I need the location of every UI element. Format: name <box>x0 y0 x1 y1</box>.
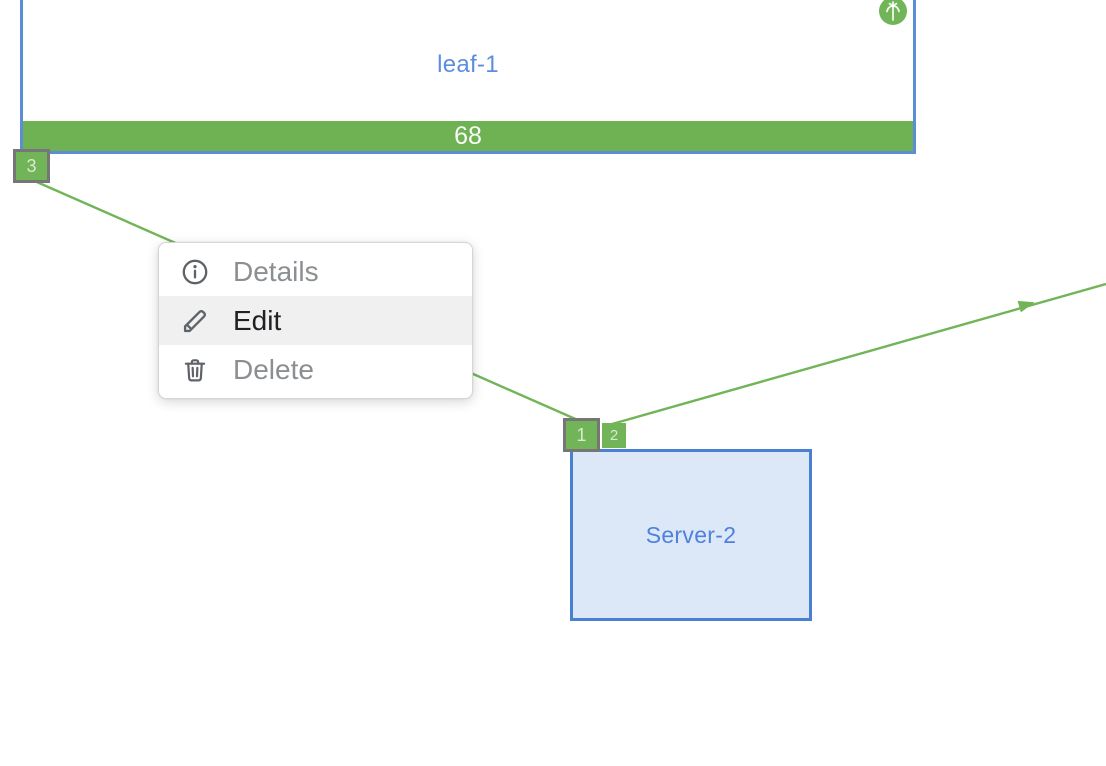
menu-item-edit[interactable]: Edit <box>159 296 472 345</box>
info-icon <box>181 258 209 286</box>
pencil-icon <box>181 307 209 335</box>
node-server-2[interactable]: Server-2 <box>570 449 812 621</box>
port-badge-1-label: 1 <box>576 424 587 445</box>
node-leaf-1-label: leaf-1 <box>437 51 499 78</box>
port-badge-3-label: 3 <box>26 155 37 176</box>
menu-item-delete-label: Delete <box>233 353 314 385</box>
menu-item-details[interactable]: Details <box>159 247 472 296</box>
utilization-bar: 68 <box>23 121 913 151</box>
utilization-value: 68 <box>454 122 482 150</box>
menu-item-delete[interactable]: Delete <box>159 345 472 394</box>
port-badge-3[interactable]: 3 <box>13 149 50 183</box>
menu-item-details-label: Details <box>233 255 319 287</box>
health-pulse-icon <box>879 0 907 25</box>
port-badge-2[interactable]: 2 <box>602 423 626 448</box>
node-server-2-label: Server-2 <box>645 521 737 548</box>
node-leaf-1[interactable]: leaf-1 68 <box>20 0 916 154</box>
trash-icon <box>181 356 209 384</box>
link-arrowhead <box>1017 300 1035 313</box>
port-badge-1[interactable]: 1 <box>563 418 600 452</box>
port-badge-2-label: 2 <box>609 427 619 444</box>
link-server2-to-offscreen[interactable] <box>611 282 1106 426</box>
context-menu: Details Edit Delete <box>158 242 473 399</box>
menu-item-edit-label: Edit <box>233 304 282 336</box>
